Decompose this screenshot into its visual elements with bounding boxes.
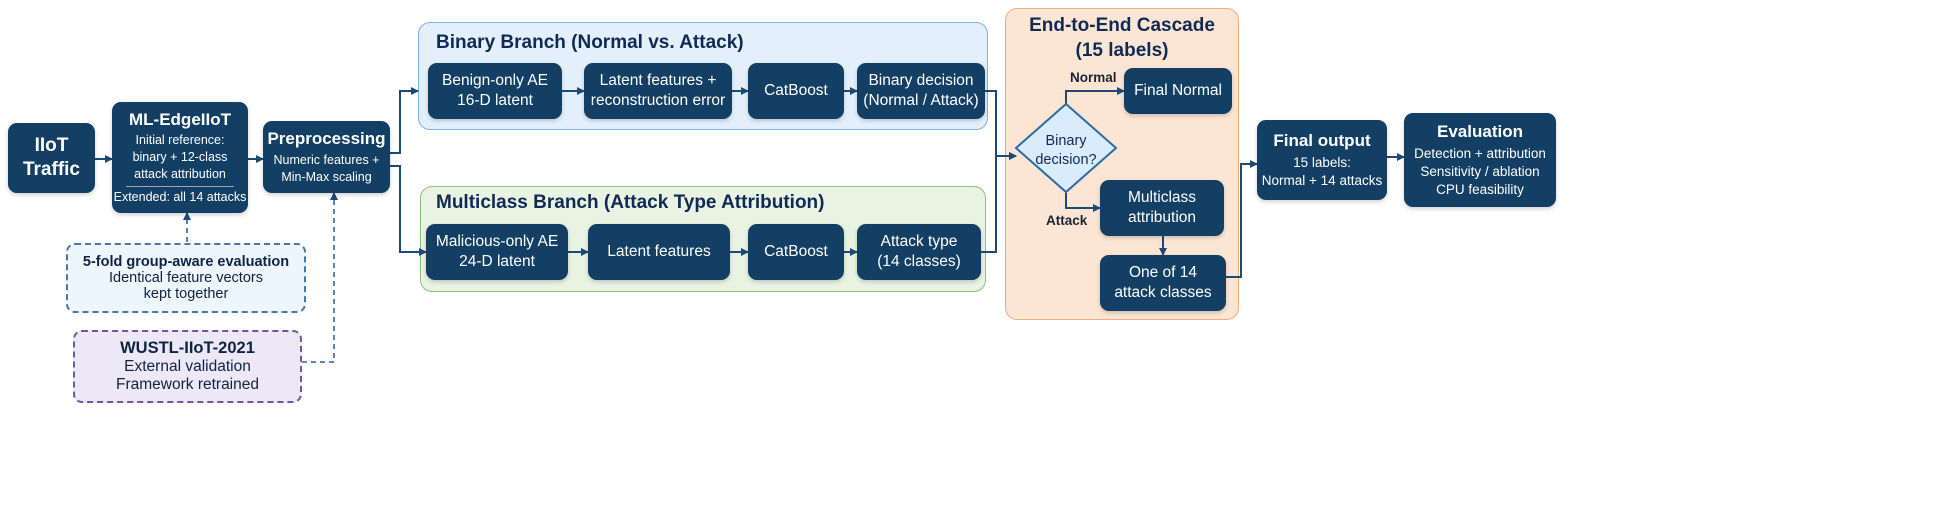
arrow-oneof14-to-final bbox=[1226, 160, 1258, 278]
ml-edge-line3: attack attribution bbox=[134, 167, 226, 182]
ml-edge-line2: binary + 12-class bbox=[132, 150, 228, 165]
arrow-preproc-to-multiclass bbox=[390, 165, 427, 256]
multiclass-catboost-label: CatBoost bbox=[764, 242, 828, 260]
edge-label-normal: Normal bbox=[1070, 70, 1117, 85]
final-output-node: Final output 15 labels: Normal + 14 atta… bbox=[1257, 120, 1387, 200]
binary-latent-line2: reconstruction error bbox=[590, 92, 726, 109]
cascade-title-line1: End-to-End Cascade bbox=[1029, 15, 1215, 36]
preproc-line1: Numeric features + bbox=[273, 153, 380, 168]
binary-catboost-label: CatBoost bbox=[764, 81, 828, 99]
binary-decision-label: Binary decision? bbox=[1021, 132, 1111, 170]
benign-ae-node: Benign-only AE 16-D latent bbox=[428, 63, 562, 119]
arrow-mtype-to-diamond bbox=[981, 152, 1017, 253]
wustl-note: WUSTL-IIoT-2021 External validation Fram… bbox=[73, 330, 302, 403]
evaluation-node: Evaluation Detection + attribution Sensi… bbox=[1404, 113, 1556, 207]
fivefold-line2: kept together bbox=[143, 286, 229, 302]
dashed-wustl-to-preproc bbox=[302, 192, 338, 363]
arrow-bdecision-to-diamond bbox=[985, 90, 1017, 160]
multiclass-latent-features-node: Latent features bbox=[588, 224, 730, 280]
ml-edge-divider bbox=[125, 186, 235, 187]
multiclass-catboost-node: CatBoost bbox=[748, 224, 844, 280]
arrow-diamond-attack bbox=[1065, 193, 1101, 212]
multiclass-attribution-node: Multiclass attribution bbox=[1100, 180, 1224, 236]
evaluation-title: Evaluation bbox=[1437, 121, 1523, 141]
multiclass-branch-title: Multiclass Branch (Attack Type Attributi… bbox=[436, 192, 825, 213]
benign-ae-line2: 16-D latent bbox=[457, 92, 533, 109]
arrow-preproc-to-binary bbox=[390, 87, 419, 154]
malicious-ae-line1: Malicious-only AE bbox=[435, 232, 559, 250]
diamond-line1: Binary bbox=[1045, 133, 1087, 149]
wustl-line2: Framework retrained bbox=[116, 376, 259, 393]
one-of-14-line1: One of 14 bbox=[1128, 263, 1198, 281]
ml-edge-title: ML-EdgeIIoT bbox=[129, 110, 231, 130]
fivefold-line1: Identical feature vectors bbox=[109, 270, 263, 286]
binary-decision-line1: Binary decision bbox=[868, 71, 974, 89]
ml-edgeiiot-node: ML-EdgeIIoT Initial reference: binary + … bbox=[112, 102, 248, 213]
diamond-line2: decision? bbox=[1035, 151, 1097, 168]
wustl-title: WUSTL-IIoT-2021 bbox=[120, 339, 255, 357]
binary-decision-node: Binary decision (Normal / Attack) bbox=[857, 63, 985, 119]
multiclass-attr-line2: attribution bbox=[1127, 209, 1197, 226]
preprocessing-node: Preprocessing Numeric features + Min-Max… bbox=[263, 121, 390, 193]
binary-latent-features-node: Latent features + reconstruction error bbox=[584, 63, 732, 119]
iiot-line1: IIoT bbox=[34, 135, 69, 157]
final-output-line2: Normal + 14 attacks bbox=[1261, 173, 1383, 189]
binary-catboost-node: CatBoost bbox=[748, 63, 844, 119]
attack-type-line1: Attack type bbox=[880, 232, 958, 250]
arrow-diamond-normal bbox=[1065, 87, 1125, 104]
ml-edge-line4: Extended: all 14 attacks bbox=[113, 190, 247, 204]
cascade-title: End-to-End Cascade (15 labels) bbox=[1005, 14, 1239, 63]
attack-type-line2: (14 classes) bbox=[877, 253, 961, 270]
final-normal-label: Final Normal bbox=[1134, 81, 1222, 99]
iiot-line2: Traffic bbox=[22, 159, 81, 180]
one-of-14-node: One of 14 attack classes bbox=[1100, 255, 1226, 311]
binary-decision-diamond bbox=[1014, 102, 1118, 194]
binary-branch-title: Binary Branch (Normal vs. Attack) bbox=[436, 32, 744, 53]
one-of-14-line2: attack classes bbox=[1114, 284, 1212, 301]
evaluation-line1: Detection + attribution bbox=[1414, 145, 1546, 161]
binary-decision-line2: (Normal / Attack) bbox=[863, 92, 979, 109]
preproc-line2: Min-Max scaling bbox=[281, 170, 372, 185]
fivefold-evaluation-note: 5-fold group-aware evaluation Identical … bbox=[66, 243, 306, 313]
preproc-title: Preprocessing bbox=[267, 129, 386, 148]
attack-type-node: Attack type (14 classes) bbox=[857, 224, 981, 280]
final-normal-node: Final Normal bbox=[1124, 68, 1232, 114]
iiot-traffic-node: IIoT Traffic bbox=[8, 123, 95, 193]
fivefold-title: 5-fold group-aware evaluation bbox=[82, 254, 290, 270]
benign-ae-line1: Benign-only AE bbox=[442, 71, 548, 89]
wustl-line1: External validation bbox=[124, 358, 251, 375]
malicious-ae-node: Malicious-only AE 24-D latent bbox=[426, 224, 568, 280]
edge-label-attack: Attack bbox=[1046, 213, 1088, 228]
final-output-line1: 15 labels: bbox=[1293, 154, 1351, 170]
evaluation-line2: Sensitivity / ablation bbox=[1420, 164, 1540, 180]
binary-latent-line1: Latent features + bbox=[599, 71, 717, 89]
evaluation-line3: CPU feasibility bbox=[1436, 182, 1524, 198]
malicious-ae-line2: 24-D latent bbox=[459, 253, 535, 270]
multiclass-latent-label: Latent features bbox=[607, 242, 711, 260]
final-output-title: Final output bbox=[1273, 130, 1371, 150]
ml-edge-line1: Initial reference: bbox=[135, 133, 225, 148]
cascade-title-line2: (15 labels) bbox=[1075, 39, 1169, 61]
multiclass-attr-line1: Multiclass bbox=[1127, 188, 1197, 206]
